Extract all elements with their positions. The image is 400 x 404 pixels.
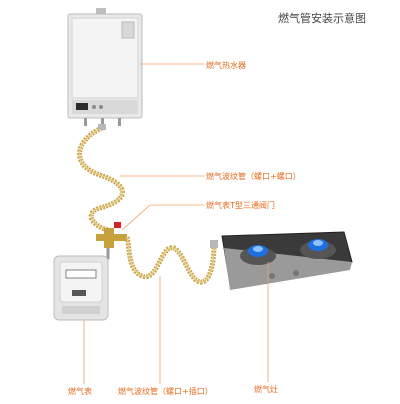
gas-stove-label: 燃气灶 [254, 385, 278, 394]
corrugated-pipe-lower [124, 236, 218, 285]
gas-stove [221, 231, 353, 290]
corrugated-pipe-nut-nut-label: 燃气波纹管（螺口+螺口） [206, 172, 301, 181]
t-valve [96, 222, 127, 248]
water-heater [67, 8, 143, 126]
gas-meter-label: 燃气表 [68, 387, 92, 396]
diagram-title: 燃气管安装示意图 [278, 12, 366, 25]
corrugated-pipe-upper [77, 124, 125, 233]
water-heater-label: 燃气热水器 [206, 61, 246, 70]
meter-t-valve-label: 燃气表T型三通阀门 [206, 201, 275, 210]
leader-lines [83, 63, 269, 384]
gas-meter [53, 255, 109, 321]
corrugated-pipe-nut-socket-label: 燃气波纹管（螺口+插口） [118, 387, 213, 396]
